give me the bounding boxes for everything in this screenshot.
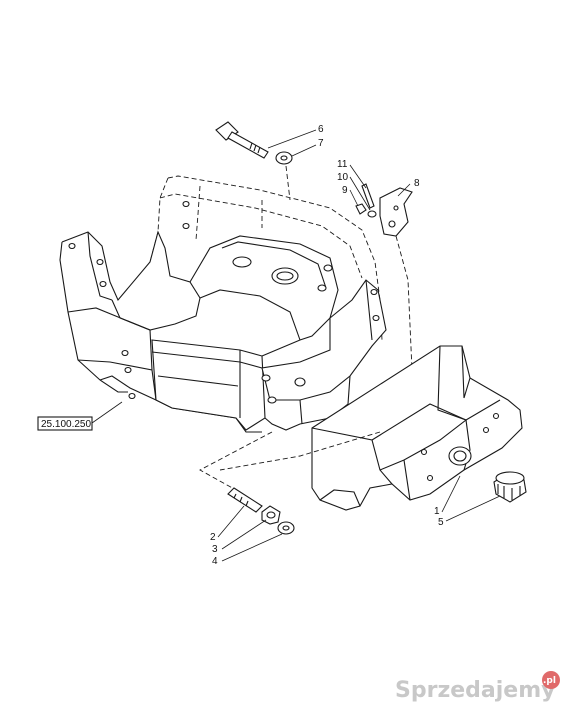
cap-part-5 <box>493 471 527 503</box>
nut-part-9 <box>355 203 367 215</box>
callout-6: 6 <box>318 124 324 135</box>
callout-11: 11 <box>337 159 348 170</box>
reference-box: 25.100.250 <box>37 401 123 431</box>
callout-1: 1 <box>434 506 440 517</box>
washer-part-7 <box>275 151 293 165</box>
callout-4: 4 <box>212 556 218 567</box>
callout-10: 10 <box>337 172 349 183</box>
callout-8: 8 <box>414 178 420 189</box>
washer-part-4 <box>277 521 295 535</box>
stud-part-2 <box>227 487 263 513</box>
watermark-text: Sprzedajemy <box>395 678 556 703</box>
watermark-suffix: .pl <box>543 676 556 686</box>
callout-7: 7 <box>318 138 324 149</box>
callout-9: 9 <box>342 185 348 196</box>
callout-numbers: 6 7 11 10 9 8 1 5 2 3 4 <box>210 124 444 567</box>
leader-lines <box>217 129 501 562</box>
callout-2: 2 <box>210 532 216 543</box>
watermark-logo: Sprzedajemy .pl <box>395 671 560 703</box>
bracket-part-8 <box>379 187 413 237</box>
callout-3: 3 <box>212 544 218 555</box>
watermark-badge <box>542 671 560 689</box>
counterweight-part-1 <box>311 345 523 511</box>
reference-label: 25.100.250 <box>41 419 91 430</box>
front-support-frame <box>59 175 387 433</box>
nut-part-3 <box>261 505 281 525</box>
fastener-part-11 <box>361 183 375 209</box>
callout-5: 5 <box>438 517 444 528</box>
bolt-part-6 <box>215 121 269 159</box>
washer-part-10 <box>367 210 377 218</box>
